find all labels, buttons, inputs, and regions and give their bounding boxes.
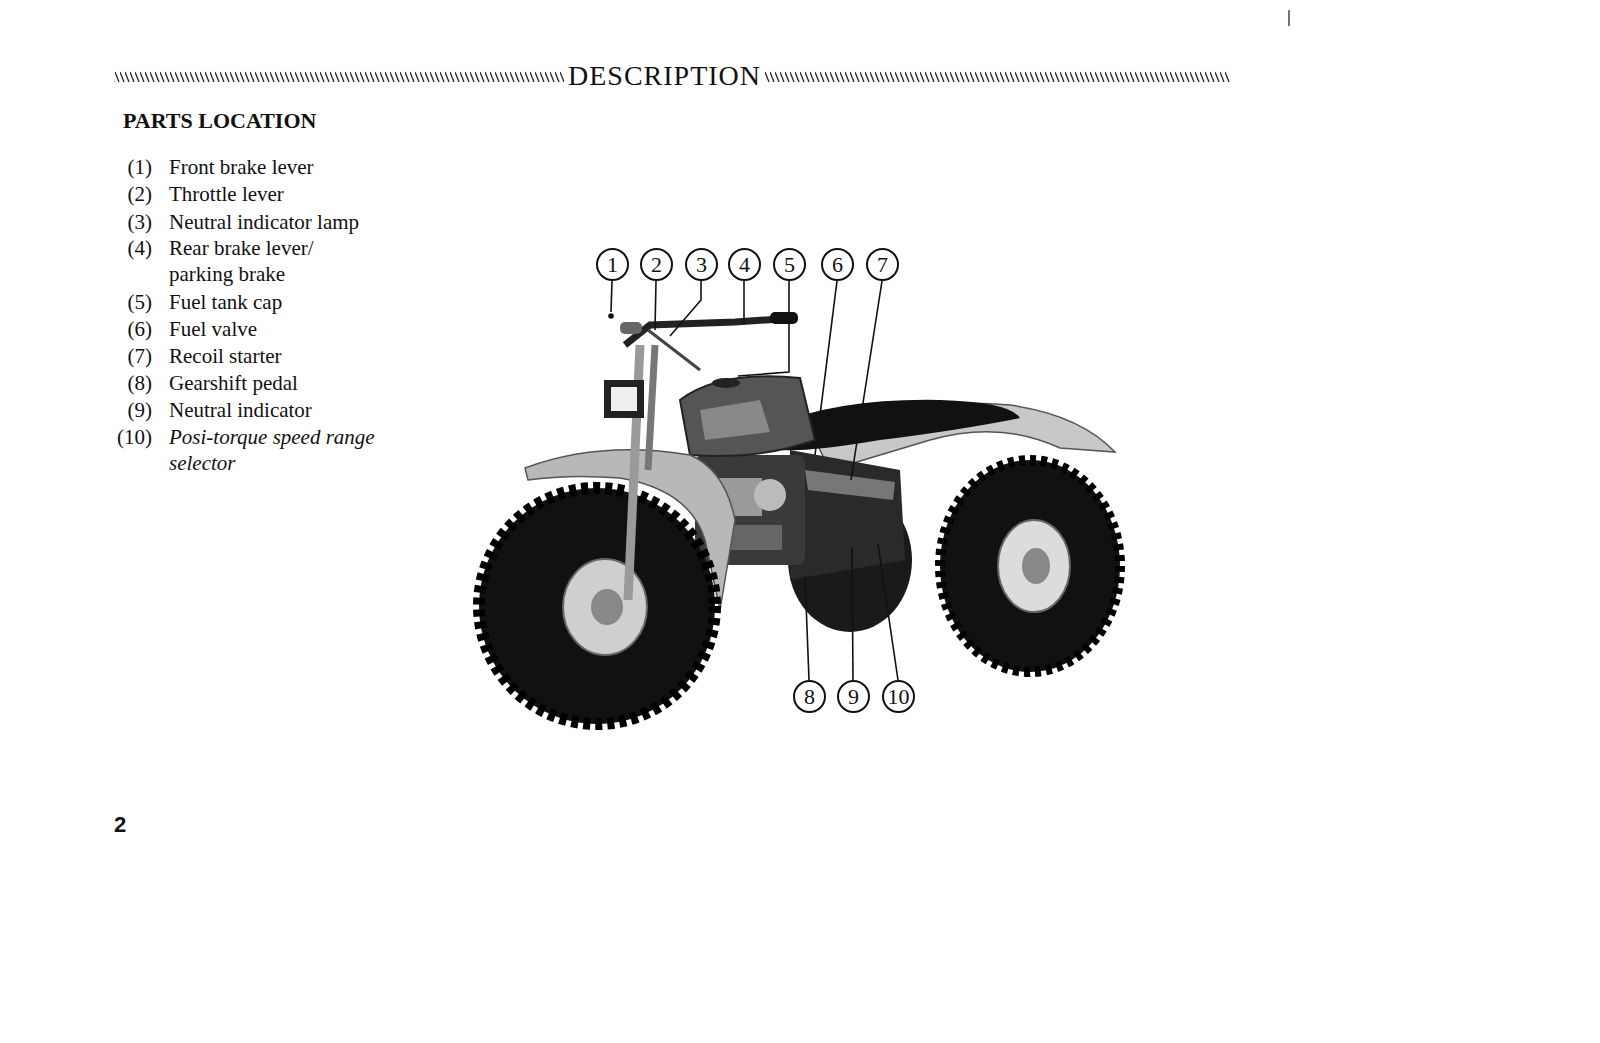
part-name: Fuel valve bbox=[169, 316, 257, 342]
trike-illustration bbox=[479, 312, 1120, 724]
part-name: Posi-torque speed range selector bbox=[169, 424, 409, 476]
list-number: (6) bbox=[104, 316, 152, 342]
list-number: (3) bbox=[104, 209, 152, 235]
section-heading: PARTS LOCATION bbox=[123, 108, 316, 134]
leader-lines bbox=[609, 281, 898, 680]
page-title: DESCRIPTION bbox=[564, 60, 765, 92]
callout-number: 3 bbox=[685, 248, 718, 281]
part-name: Fuel tank cap bbox=[169, 289, 282, 315]
part-name: Front brake lever bbox=[169, 154, 314, 180]
callout-text: 8 bbox=[804, 686, 815, 708]
callout-text: 2 bbox=[651, 254, 662, 276]
callout-text: 10 bbox=[888, 686, 910, 708]
callout-number: 5 bbox=[773, 248, 806, 281]
list-number: (4) bbox=[104, 235, 152, 261]
page-number: 2 bbox=[114, 812, 126, 838]
callout-text: 3 bbox=[696, 254, 707, 276]
callout-text: 7 bbox=[877, 254, 888, 276]
callout-text: 6 bbox=[832, 254, 843, 276]
part-name: Recoil starter bbox=[169, 343, 282, 369]
margin-mark bbox=[1288, 10, 1290, 26]
list-number: (7) bbox=[104, 343, 152, 369]
list-number: (1) bbox=[104, 154, 152, 180]
part-name: Rear brake lever/ parking brake bbox=[169, 235, 339, 287]
callout-number: 4 bbox=[728, 248, 761, 281]
callout-text: 1 bbox=[607, 254, 618, 276]
callout-text: 4 bbox=[739, 254, 750, 276]
list-number: (10) bbox=[104, 424, 152, 450]
list-number: (5) bbox=[104, 289, 152, 315]
list-number: (8) bbox=[104, 370, 152, 396]
callout-number: 2 bbox=[640, 248, 673, 281]
callout-number: 1 bbox=[596, 248, 629, 281]
callout-number: 6 bbox=[821, 248, 854, 281]
part-name: Throttle lever bbox=[169, 181, 284, 207]
list-number: (9) bbox=[104, 397, 152, 423]
callout-number: 7 bbox=[866, 248, 899, 281]
callout-number: 10 bbox=[882, 680, 915, 713]
part-name: Neutral indicator bbox=[169, 397, 312, 423]
callout-text: 9 bbox=[848, 686, 859, 708]
part-name: Neutral indicator lamp bbox=[169, 209, 359, 235]
list-number: (2) bbox=[104, 181, 152, 207]
callout-number: 9 bbox=[837, 680, 870, 713]
callout-number: 8 bbox=[793, 680, 826, 713]
callout-text: 5 bbox=[784, 254, 795, 276]
part-name: Gearshift pedal bbox=[169, 370, 298, 396]
